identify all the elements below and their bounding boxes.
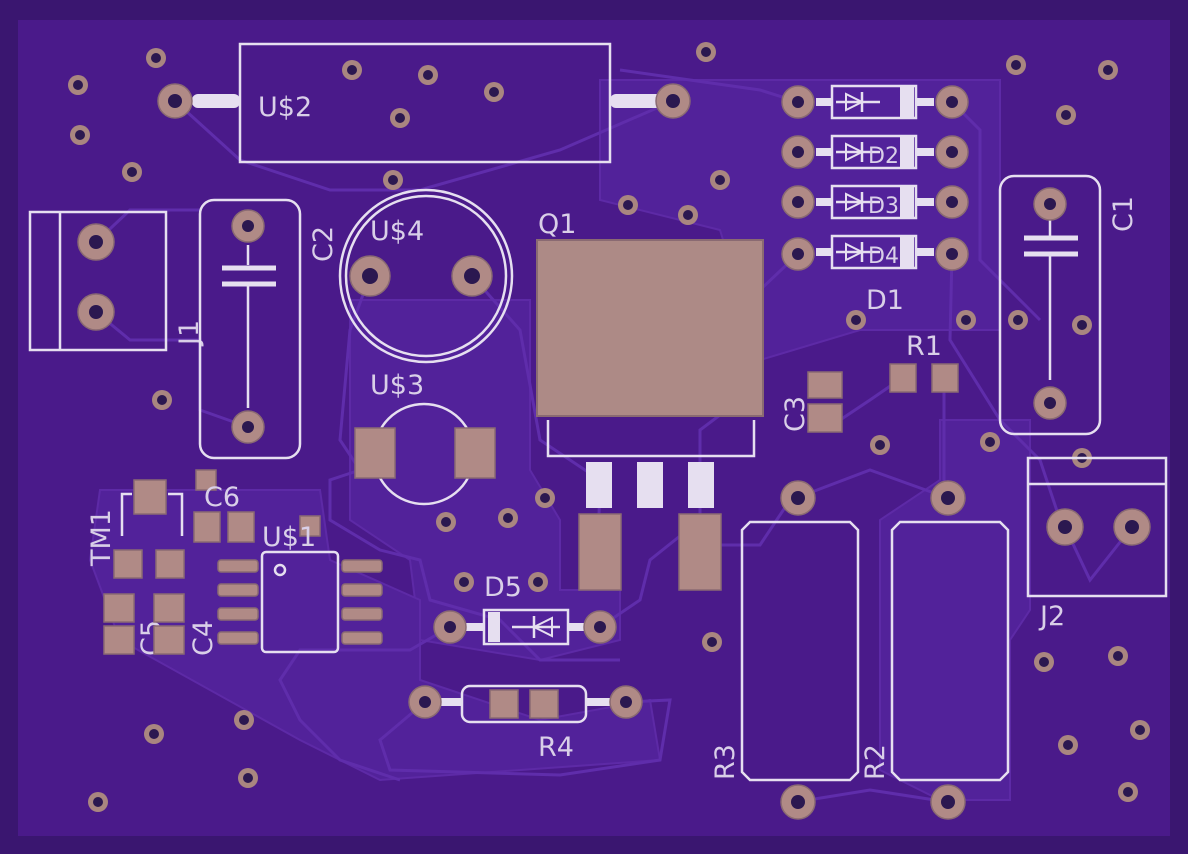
c2-outline — [198, 198, 302, 460]
tm1-pad-1[interactable] — [133, 479, 167, 515]
q1-label: Q1 — [538, 209, 576, 240]
u1-via-pad[interactable] — [299, 515, 321, 537]
c2-capacitor[interactable]: C2 — [198, 198, 339, 460]
u2-label: U$2 — [258, 92, 312, 123]
j2-connector[interactable]: J2 — [1026, 456, 1168, 632]
tm1-label: TM1 — [86, 509, 117, 567]
q1-pad-gate[interactable] — [578, 513, 622, 591]
tm1-pad-3[interactable] — [155, 549, 185, 579]
u1-label: U$1 — [262, 522, 316, 553]
d3-diode[interactable]: D3 — [781, 184, 969, 220]
tm1-component[interactable]: TM1 — [86, 479, 185, 579]
r4-label: R4 — [538, 732, 574, 763]
c3-capacitor[interactable]: C3 — [780, 371, 843, 433]
u1-ic[interactable]: U$1 — [217, 515, 383, 654]
u3-pad-2[interactable] — [454, 427, 496, 479]
q1-lead-1 — [586, 462, 612, 508]
c3-pad-1[interactable] — [807, 371, 843, 399]
c6-capacitor[interactable]: C6 — [193, 469, 255, 543]
r1-resistor[interactable]: R1 — [889, 331, 959, 393]
u1-outline — [260, 550, 340, 654]
c3-label: C3 — [780, 396, 811, 432]
j1-connector[interactable]: J1 — [28, 210, 205, 352]
q1-transistor[interactable]: Q1 — [536, 209, 764, 591]
u3-label: U$3 — [370, 370, 424, 401]
r2-outline — [890, 520, 1010, 782]
d2-label: D2 — [868, 144, 899, 169]
r1-label: R1 — [906, 331, 942, 362]
r3-resistor[interactable]: R3 — [710, 480, 860, 820]
c5-pad-1[interactable] — [103, 593, 135, 623]
r4-resistor[interactable]: R4 — [408, 684, 643, 763]
j2-outline — [1026, 456, 1168, 598]
d1-label: D1 — [866, 285, 904, 316]
c6-label: C6 — [204, 482, 240, 513]
u4-label: U$4 — [370, 216, 424, 247]
j2-label: J2 — [1038, 601, 1065, 632]
u2-lead-left — [192, 94, 240, 108]
c6-pad-2[interactable] — [227, 511, 255, 543]
d4-diode[interactable]: D4 — [781, 234, 969, 271]
r4-pad-smd-2[interactable] — [529, 689, 559, 719]
u4-outline — [338, 188, 514, 364]
r3-label: R3 — [710, 744, 741, 780]
d1-diode[interactable] — [781, 84, 969, 120]
u2-outline — [238, 42, 612, 164]
q1-lead-3 — [688, 462, 714, 508]
c3-pad-2[interactable] — [807, 403, 843, 433]
q1-pad-source[interactable] — [678, 513, 722, 591]
d2-diode[interactable]: D2 — [781, 134, 969, 170]
c2-label: C2 — [308, 226, 339, 262]
c5-pad-2[interactable] — [103, 625, 135, 655]
c1-label: C1 — [1108, 196, 1139, 232]
d5-diode[interactable]: D5 — [433, 572, 617, 646]
d4-label: D4 — [868, 244, 899, 269]
r1-pad-1[interactable] — [889, 363, 917, 393]
r3-outline — [740, 520, 860, 782]
c4-capacitor[interactable]: C4 — [153, 593, 219, 656]
u4-component[interactable]: U$4 — [338, 188, 514, 364]
c4-pad-1[interactable] — [153, 593, 185, 623]
u3-pad-1[interactable] — [354, 427, 396, 479]
u2-lead-right — [610, 94, 666, 108]
d5-label: D5 — [484, 572, 522, 603]
tm1-pad-2[interactable] — [113, 549, 143, 579]
c1-capacitor[interactable]: C1 — [998, 174, 1139, 436]
j1-outline — [28, 210, 168, 352]
c6-pad-1[interactable] — [193, 511, 221, 543]
diode-array[interactable]: D2 D3 D4 D1 — [781, 84, 969, 316]
q1-lead-2 — [637, 462, 663, 508]
r2-label: R2 — [860, 744, 891, 780]
r2-resistor[interactable]: R2 — [860, 480, 1010, 820]
c4-label: C4 — [188, 620, 219, 656]
vias — [68, 42, 1150, 812]
c6-pad-small[interactable] — [195, 469, 217, 491]
r1-pad-2[interactable] — [931, 363, 959, 393]
u2-component[interactable]: U$2 — [157, 42, 691, 164]
d3-label: D3 — [868, 194, 899, 219]
q1-tab-pad[interactable] — [536, 239, 764, 417]
c4-pad-2[interactable] — [153, 625, 185, 655]
u3-component[interactable]: U$3 — [354, 370, 496, 506]
c1-outline — [998, 174, 1102, 436]
r4-pad-smd-1[interactable] — [489, 689, 519, 719]
